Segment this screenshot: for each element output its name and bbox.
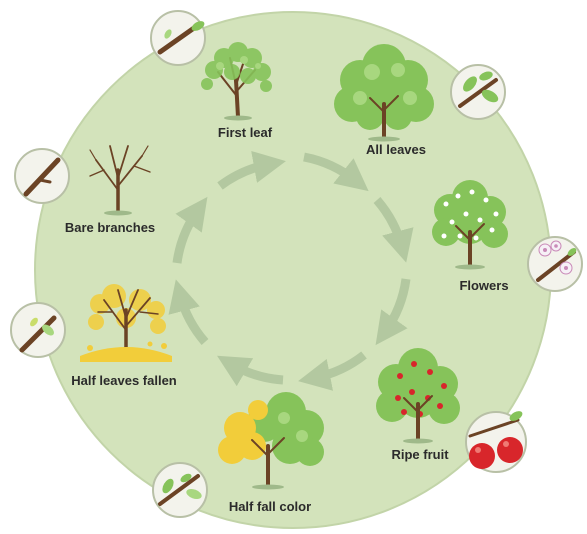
stage-label-ripe-fruit: Ripe fruit (391, 447, 449, 462)
badge-half-leaves-fallen-icon (11, 303, 65, 357)
stage-label-half-leaves-fallen: Half leaves fallen (71, 373, 177, 388)
badge-first-leaf-icon (151, 11, 206, 65)
stage-label-flowers: Flowers (459, 278, 508, 293)
badge-all-leaves-icon (451, 65, 505, 119)
badge-flowers-icon (528, 237, 582, 291)
stage-label-half-fall-color: Half fall color (229, 499, 311, 514)
badge-bare-branches-icon (15, 149, 69, 203)
stage-label-all-leaves: All leaves (366, 142, 426, 157)
stage-label-first-leaf: First leaf (218, 125, 273, 140)
badge-half-fall-color-icon (153, 463, 207, 517)
stage-label-bare-branches: Bare branches (65, 220, 155, 235)
